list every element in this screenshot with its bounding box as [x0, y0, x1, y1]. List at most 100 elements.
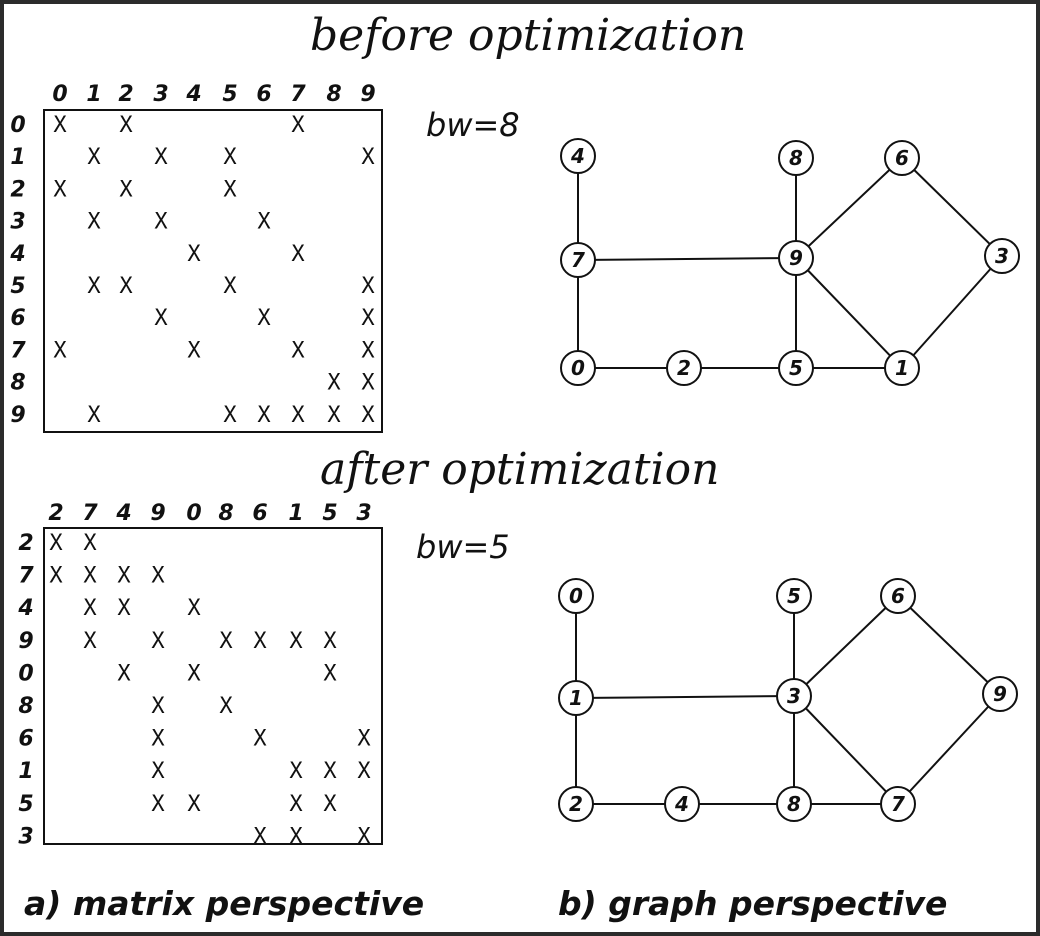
- after-bandwidth-label: bw=5: [416, 528, 510, 566]
- graph-edge: [897, 693, 1001, 805]
- matrix-border: [43, 109, 383, 433]
- row-header: 9: [18, 629, 33, 654]
- graph-node-circle: [984, 238, 1020, 274]
- column-header: 7: [82, 501, 98, 526]
- matrix-entry: X: [223, 274, 237, 299]
- graph-edge: [795, 157, 903, 259]
- matrix-entry: X: [289, 824, 303, 849]
- after-title: after optimization: [320, 444, 720, 495]
- row-header: 1: [18, 759, 33, 784]
- matrix-entry: X: [49, 564, 63, 589]
- matrix-entry: X: [253, 727, 267, 752]
- matrix-entry: X: [151, 792, 165, 817]
- matrix-entry: X: [53, 177, 67, 202]
- matrix-entry: X: [187, 596, 201, 621]
- row-header: 6: [10, 306, 25, 331]
- matrix-entry: X: [291, 403, 305, 428]
- graph-node-circle: [666, 350, 702, 386]
- matrix-entry: X: [151, 727, 165, 752]
- matrix-entry: X: [291, 113, 305, 138]
- matrix-entry: X: [219, 694, 233, 719]
- column-header: 5: [222, 82, 237, 107]
- matrix-entry: X: [151, 629, 165, 654]
- graph-node-circle: [558, 578, 594, 614]
- graph-node-label: 1: [895, 356, 909, 380]
- graph-node-label: 6: [895, 146, 909, 170]
- graph-edge: [575, 695, 795, 699]
- matrix-entry: X: [154, 210, 168, 235]
- matrix-entry: X: [187, 792, 201, 817]
- matrix-entry: X: [257, 403, 271, 428]
- graph-edge: [897, 595, 1001, 695]
- graph-node-circle: [982, 676, 1018, 712]
- matrix-entry: X: [119, 177, 133, 202]
- row-header: 2: [18, 531, 33, 556]
- matrix-entry: X: [357, 759, 371, 784]
- column-header: 0: [52, 82, 67, 107]
- matrix-entry: X: [361, 306, 375, 331]
- row-header: 3: [18, 824, 33, 849]
- matrix-entry: X: [223, 403, 237, 428]
- matrix-entry: X: [83, 596, 97, 621]
- before-bandwidth-label: bw=8: [426, 106, 520, 144]
- row-header: 7: [18, 564, 34, 589]
- matrix-entry: X: [257, 210, 271, 235]
- row-header: 7: [10, 338, 26, 363]
- matrix-entry: X: [357, 824, 371, 849]
- matrix-caption: a) matrix perspective: [24, 884, 425, 923]
- matrix-entry: X: [323, 759, 337, 784]
- graph-node-circle: [776, 786, 812, 822]
- matrix-entry: X: [253, 629, 267, 654]
- matrix-entry: X: [87, 403, 101, 428]
- matrix-entry: X: [119, 113, 133, 138]
- matrix-entry: X: [361, 274, 375, 299]
- graph-node-label: 9: [789, 246, 803, 270]
- matrix-entry: X: [291, 242, 305, 267]
- matrix-border: [43, 527, 383, 845]
- graph-node-circle: [664, 786, 700, 822]
- matrix-entry: X: [361, 371, 375, 396]
- matrix-entry: X: [361, 403, 375, 428]
- column-header: 0: [186, 501, 201, 526]
- matrix-entry: X: [151, 759, 165, 784]
- matrix-entry: X: [357, 727, 371, 752]
- graph-node-label: 7: [891, 792, 905, 816]
- matrix-entry: X: [323, 629, 337, 654]
- matrix-entry: X: [187, 661, 201, 686]
- graph-node-circle: [778, 350, 814, 386]
- row-header: 5: [18, 792, 33, 817]
- matrix-entry: X: [323, 792, 337, 817]
- matrix-entry: X: [151, 694, 165, 719]
- graph-node-label: 0: [569, 584, 583, 608]
- matrix-entry: X: [323, 661, 337, 686]
- matrix-entry: X: [83, 531, 97, 556]
- graph-node-label: 3: [995, 244, 1009, 268]
- graph-node-label: 3: [787, 684, 801, 708]
- graph-node-label: 5: [789, 356, 803, 380]
- graph-node-circle: [558, 680, 594, 716]
- column-header: 1: [86, 82, 101, 107]
- graph-node-label: 2: [677, 356, 691, 380]
- matrix-entry: X: [289, 629, 303, 654]
- graph-node-circle: [560, 138, 596, 174]
- graph-node-label: 6: [891, 584, 905, 608]
- graph-node-circle: [778, 140, 814, 176]
- matrix-entry: X: [289, 759, 303, 784]
- graph-edge: [577, 257, 797, 261]
- matrix-entry: X: [151, 564, 165, 589]
- matrix-entry: X: [119, 274, 133, 299]
- matrix-entry: X: [87, 274, 101, 299]
- graph-node-circle: [778, 240, 814, 276]
- matrix-entry: X: [117, 564, 131, 589]
- matrix-entry: X: [327, 371, 341, 396]
- graph-edge: [793, 595, 899, 697]
- column-header: 4: [115, 501, 131, 526]
- row-header: 3: [10, 210, 25, 235]
- matrix-entry: X: [49, 531, 63, 556]
- graph-node-label: 5: [787, 584, 801, 608]
- graph-node-circle: [776, 678, 812, 714]
- figure-panel: before optimization bw=8 after optimizat…: [4, 4, 1036, 932]
